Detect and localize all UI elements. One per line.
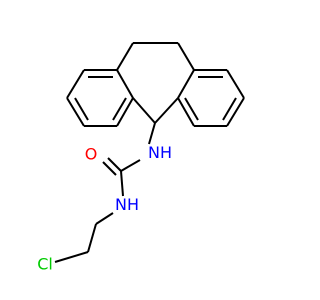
bond-right-ring-6 — [177, 69, 195, 99]
atom-labels: O NH NH Cl — [37, 143, 172, 274]
bond-network — [54, 42, 245, 263]
bond-ch2-ch2 — [87, 223, 97, 253]
bond-c5-nh — [148, 122, 156, 145]
amide-nitrogen-symbol: N — [148, 143, 160, 162]
ethyl-nitrogen-label: NH — [115, 195, 139, 214]
chemical-structure-diagram: O NH NH Cl — [37, 42, 245, 274]
bond-right-ring-5-inner — [184, 97, 199, 121]
bond-right-ring-3 — [226, 97, 245, 127]
bond-c5-left — [132, 97, 156, 124]
bond-right-ring-5 — [177, 97, 195, 127]
bond-left-ring-5-inner — [112, 97, 127, 121]
bond-c5-right — [154, 97, 179, 124]
ethyl-nitrogen-hydrogen: H — [127, 195, 139, 214]
ethyl-nitrogen-symbol: N — [115, 195, 127, 214]
amide-nitrogen-label: NH — [148, 143, 172, 162]
bond-carbonyl-nh — [120, 170, 124, 197]
bond-nh-carbonyl — [120, 159, 141, 172]
bond-carbonyl-o-1 — [107, 157, 122, 172]
bond-left-ring-6 — [116, 69, 134, 99]
bond-bridge-left — [116, 42, 134, 71]
amide-nitrogen-hydrogen: H — [160, 143, 172, 162]
bond-right-ring-2 — [226, 69, 245, 99]
bond-left-ring-3 — [66, 97, 85, 127]
chlorine-atom-label: Cl — [37, 255, 53, 274]
bond-carbonyl-o-2 — [102, 161, 117, 176]
bond-bridge-right — [177, 42, 195, 71]
bond-ch2-cl — [54, 251, 89, 263]
bond-left-ring-3-inner — [74, 97, 89, 121]
bond-left-ring-5 — [116, 97, 134, 127]
bond-nh-ch2 — [95, 212, 114, 225]
bond-left-ring-2 — [66, 69, 85, 99]
oxygen-atom-label: O — [85, 145, 98, 164]
bond-right-ring-3-inner — [222, 97, 237, 121]
